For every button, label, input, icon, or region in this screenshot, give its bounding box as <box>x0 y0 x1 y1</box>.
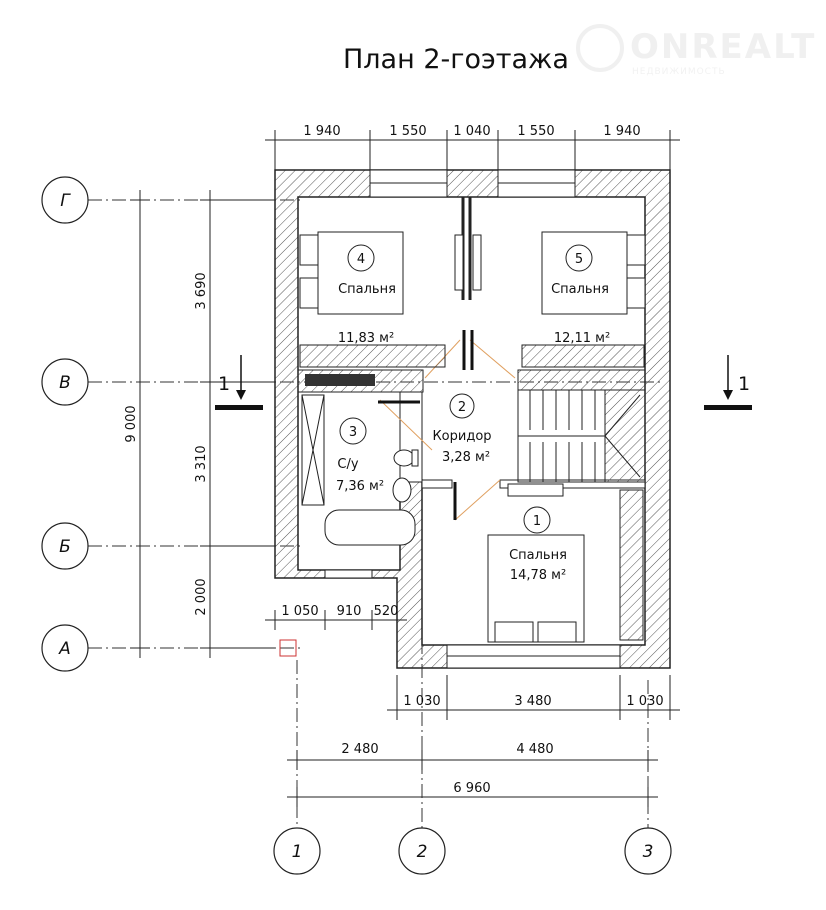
watermark: ONREALT НЕДВИЖИМОСТЬ <box>576 24 816 77</box>
axis-row-a: А <box>41 624 89 672</box>
room-4: 4 Спальня 11,83 м² <box>338 244 396 346</box>
furniture <box>299 231 646 643</box>
svg-text:НЕДВИЖИМОСТЬ: НЕДВИЖИМОСТЬ <box>632 67 726 77</box>
axis-col-1: 1 <box>273 827 321 875</box>
room-2: 2 Коридор 3,28 м² <box>432 393 492 465</box>
svg-text:2 480: 2 480 <box>341 742 378 757</box>
svg-text:1 550: 1 550 <box>389 124 426 139</box>
svg-text:520: 520 <box>374 604 399 619</box>
svg-text:5: 5 <box>575 252 583 267</box>
svg-text:Спальня: Спальня <box>338 282 396 297</box>
svg-text:1: 1 <box>738 373 750 395</box>
svg-text:Спальня: Спальня <box>551 282 609 297</box>
section-mark-left: 1 <box>215 355 263 410</box>
svg-text:2 000: 2 000 <box>194 578 209 615</box>
svg-text:С/у: С/у <box>337 457 358 472</box>
svg-text:1: 1 <box>533 514 541 529</box>
svg-text:910: 910 <box>337 604 362 619</box>
svg-text:ONREALT: ONREALT <box>630 27 816 67</box>
axis-bubbles: Г В Б А 1 2 3 <box>41 176 672 875</box>
walls <box>274 169 671 669</box>
room-3: 3 С/у 7,36 м² <box>336 417 384 494</box>
svg-text:1 940: 1 940 <box>303 124 340 139</box>
room-labels: 1 Спальня 14,78 м² 2 Коридор 3,28 м² 3 С… <box>336 244 610 583</box>
svg-text:14,78 м²: 14,78 м² <box>510 568 566 583</box>
svg-text:1 050: 1 050 <box>281 604 318 619</box>
svg-text:6 960: 6 960 <box>453 781 490 796</box>
svg-text:1 550: 1 550 <box>517 124 554 139</box>
svg-text:11,83 м²: 11,83 м² <box>338 331 394 346</box>
svg-text:1 030: 1 030 <box>626 694 663 709</box>
dimension-lines <box>130 130 680 807</box>
svg-text:3: 3 <box>643 842 654 862</box>
svg-text:3 480: 3 480 <box>514 694 551 709</box>
svg-text:1: 1 <box>292 842 303 862</box>
svg-text:3: 3 <box>349 425 357 440</box>
svg-text:3,28 м²: 3,28 м² <box>442 450 490 465</box>
svg-text:1 030: 1 030 <box>403 694 440 709</box>
svg-text:7,36 м²: 7,36 м² <box>336 479 384 494</box>
svg-text:4 480: 4 480 <box>516 742 553 757</box>
svg-text:Спальня: Спальня <box>509 548 567 563</box>
staircase <box>517 389 646 483</box>
svg-text:А: А <box>58 639 71 659</box>
svg-text:2: 2 <box>417 842 428 862</box>
svg-text:4: 4 <box>357 252 365 267</box>
svg-text:2: 2 <box>458 400 466 415</box>
svg-text:1 040: 1 040 <box>453 124 490 139</box>
svg-text:1 940: 1 940 <box>603 124 640 139</box>
svg-text:Коридор: Коридор <box>432 429 491 444</box>
svg-text:Б: Б <box>59 537 71 557</box>
room-1: 1 Спальня 14,78 м² <box>509 506 567 583</box>
svg-text:Г: Г <box>60 191 71 211</box>
section-mark-right: 1 <box>704 355 752 410</box>
svg-text:3 310: 3 310 <box>194 445 209 482</box>
svg-text:1: 1 <box>218 373 230 395</box>
axis-row-b: Б <box>41 522 89 570</box>
room-5: 5 Спальня 12,11 м² <box>551 244 610 346</box>
dimension-labels: 1 940 1 550 1 040 1 550 1 940 3 690 3 31… <box>124 124 664 796</box>
axis-row-g: Г <box>41 176 89 224</box>
door-leaves <box>378 330 474 520</box>
svg-text:12,11 м²: 12,11 м² <box>554 331 610 346</box>
axis-row-v: В <box>41 358 89 406</box>
axis-col-3: 3 <box>624 827 672 875</box>
svg-text:3 690: 3 690 <box>194 272 209 309</box>
svg-text:9 000: 9 000 <box>124 405 139 442</box>
svg-text:В: В <box>59 373 71 393</box>
axis-col-2: 2 <box>398 827 446 875</box>
plan-title: План 2-гоэтажа <box>343 44 569 75</box>
